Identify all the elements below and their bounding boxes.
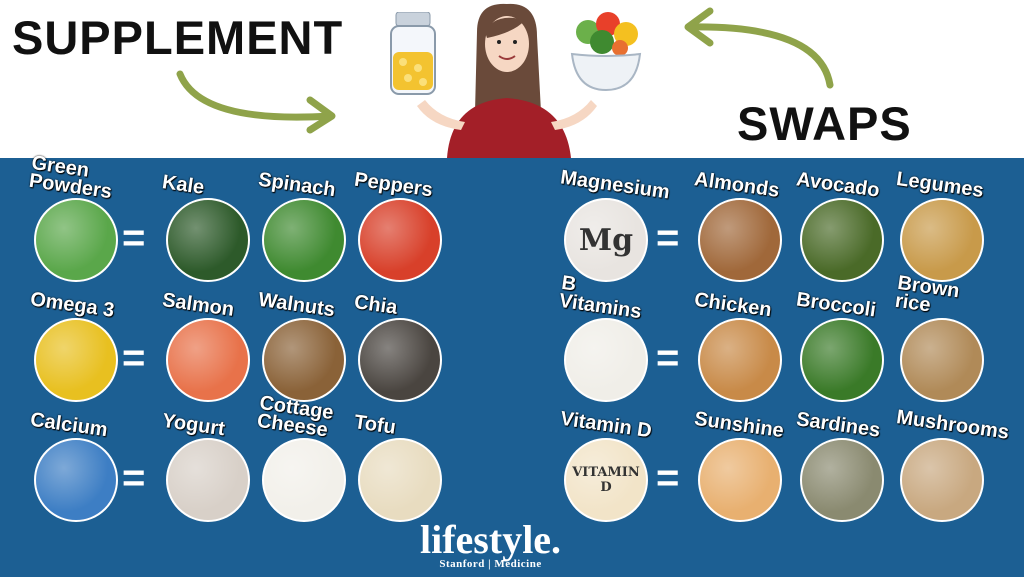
left-food-0-1-image: [262, 198, 346, 282]
right-food-2-1-image: [800, 438, 884, 522]
right-food-0-0-image: [698, 198, 782, 282]
right-supplement-1-image: [564, 318, 648, 402]
brand-sub: Stanford | Medicine: [439, 558, 542, 570]
right-supplement-2-image-text: VITAMIN D: [572, 465, 640, 495]
equals-sign: =: [656, 336, 680, 380]
right-food-1-1-image: [800, 318, 884, 402]
arrow-left-icon: [176, 70, 336, 134]
right-food-1-2-image: [900, 318, 984, 402]
brand-logo: lifestyle. Stanford | Medicine: [420, 517, 562, 571]
left-food-2-1-image: [262, 438, 346, 522]
right-food-2-0-image: [698, 438, 782, 522]
left-food-2-2-image: [358, 438, 442, 522]
left-food-0-2-image: [358, 198, 442, 282]
right-supplement-0-image-text: Mg: [578, 222, 634, 258]
right-supplement-2-image: VITAMIN D: [564, 438, 648, 522]
right-food-0-1-image: [800, 198, 884, 282]
left-food-1-1-image: [262, 318, 346, 402]
left-food-1-2-image: [358, 318, 442, 402]
left-supplement-2-image: [34, 438, 118, 522]
equals-sign: =: [122, 216, 146, 260]
salad-bowl-icon: [570, 12, 642, 92]
person-illustration-icon: [417, 3, 597, 158]
brand-name: lifestyle.: [420, 517, 562, 562]
equals-sign: =: [122, 336, 146, 380]
arrow-right-icon: [684, 7, 834, 89]
equals-sign: =: [656, 456, 680, 500]
equals-sign: =: [656, 216, 680, 260]
right-supplement-0-image: Mg: [564, 198, 648, 282]
left-food-2-0-image: [166, 438, 250, 522]
right-food-0-2-image: [900, 198, 984, 282]
swaps-heading: SWAPS: [737, 97, 912, 150]
left-food-0-0-image: [166, 198, 250, 282]
left-supplement-0-image: [34, 198, 118, 282]
right-food-1-0-image: [698, 318, 782, 402]
equals-sign: =: [122, 456, 146, 500]
supplement-bottle-icon: [390, 12, 436, 95]
left-food-1-0-image: [166, 318, 250, 402]
right-food-2-2-image: [900, 438, 984, 522]
left-supplement-1-image: [34, 318, 118, 402]
supplement-heading: SUPPLEMENT: [12, 11, 344, 64]
